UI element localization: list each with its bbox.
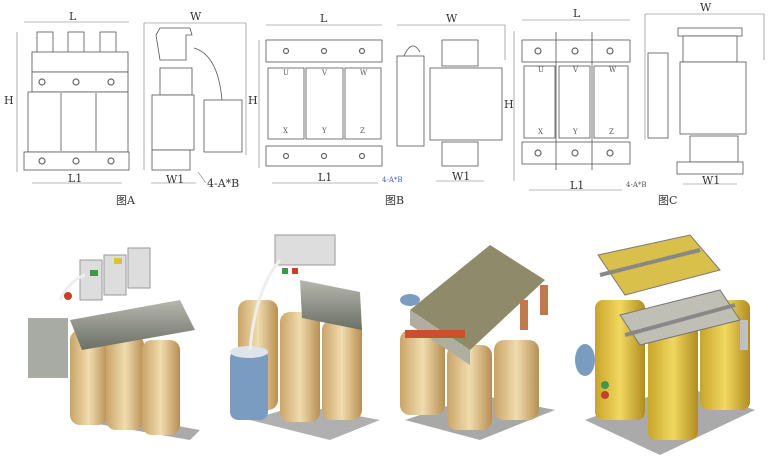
mount-hole-label: 4-A*B xyxy=(626,181,647,189)
dim-label-w1: W1 xyxy=(166,173,184,186)
figure-a-side-drawing: W W1 4-A*B xyxy=(143,10,247,190)
figure-b-side-drawing: W W1 xyxy=(396,12,506,183)
dim-label-w: W xyxy=(190,10,202,23)
terminal-label: V xyxy=(572,66,579,74)
product-photo-a xyxy=(28,247,200,440)
terminal-label: U xyxy=(538,66,544,74)
dim-label-w1: W1 xyxy=(702,174,720,187)
dim-label-l1: L1 xyxy=(68,172,82,185)
dim-label-h: H xyxy=(248,94,258,107)
mount-hole-label: 4-A*B xyxy=(207,177,239,190)
dim-label-w: W xyxy=(700,1,712,14)
figure-c-front-drawing: L H U V W X Y Z L1 4-A*B xyxy=(504,7,647,192)
figure-b-caption: 图B xyxy=(385,194,404,207)
terminal-label: V xyxy=(321,69,328,77)
dim-label-w1: W1 xyxy=(452,170,470,183)
mount-hole-label: 4-A*B xyxy=(382,176,403,184)
dim-label-l1: L1 xyxy=(318,171,332,184)
figure-c-caption: 图C xyxy=(658,194,677,207)
terminal-label: Z xyxy=(609,128,614,136)
figure-b-front-drawing: L H U V W X Y Z L1 4-A*B xyxy=(248,12,403,184)
terminal-label: W xyxy=(609,66,617,74)
product-photo-b xyxy=(230,234,380,440)
terminal-label: W xyxy=(360,69,368,77)
terminal-label: U xyxy=(283,69,289,77)
product-photo-c xyxy=(400,245,555,440)
terminal-label: Z xyxy=(360,127,365,135)
dim-label-l: L xyxy=(320,12,328,25)
product-photo-d xyxy=(575,234,755,455)
figure-a-front-drawing: L H L1 xyxy=(4,10,130,185)
terminal-label: X xyxy=(283,127,288,135)
terminal-label: Y xyxy=(321,127,327,135)
figure-a-caption: 图A xyxy=(116,194,136,207)
terminal-label: X xyxy=(538,128,543,136)
figure-c-side-drawing: W W1 xyxy=(644,1,765,187)
dim-label-h: H xyxy=(4,94,14,107)
dim-label-l: L xyxy=(69,10,77,23)
dim-label-h: H xyxy=(504,98,514,111)
terminal-label: Y xyxy=(572,128,578,136)
dim-label-w: W xyxy=(446,12,458,25)
dim-label-l1: L1 xyxy=(570,179,584,192)
dim-label-l: L xyxy=(573,7,581,20)
